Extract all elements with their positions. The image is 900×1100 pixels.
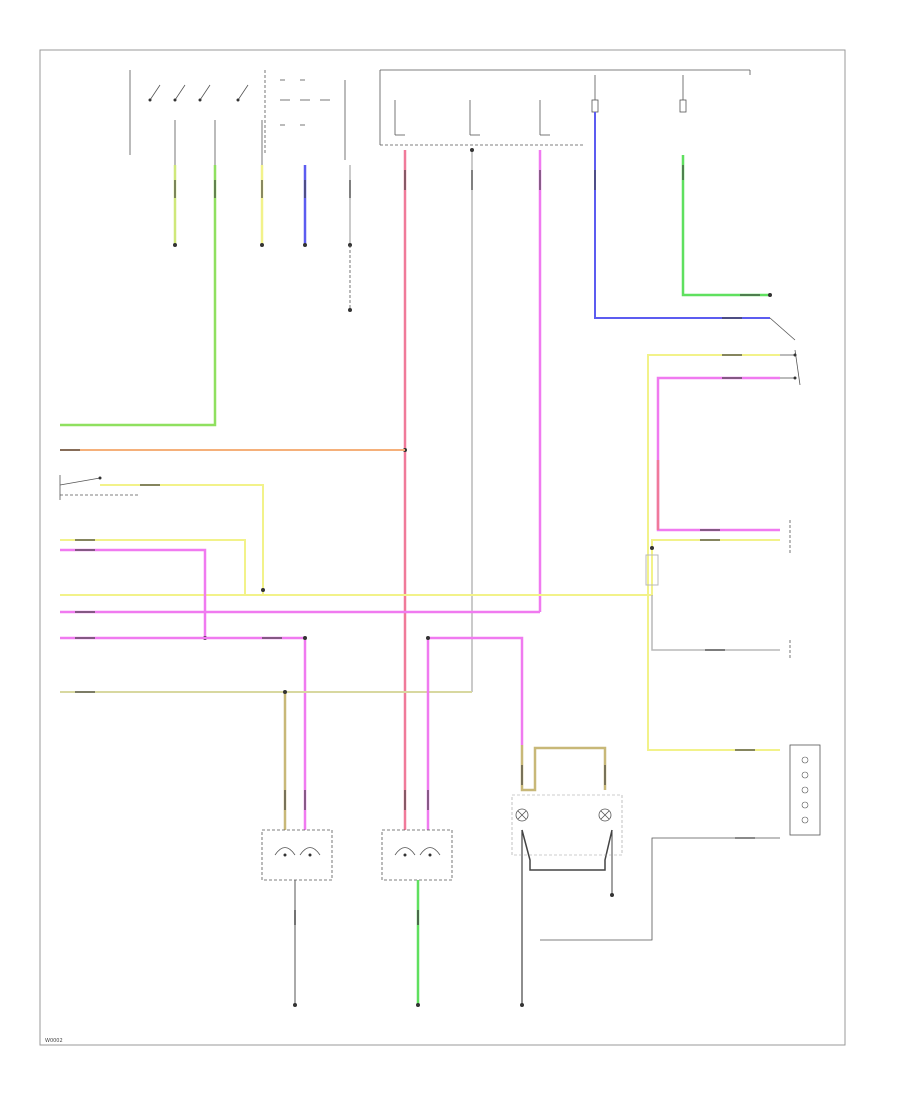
wire-yellow-right-1 xyxy=(647,354,780,751)
wire-yellow-right-2 xyxy=(60,539,780,596)
wire-khaki-lamps xyxy=(520,745,607,792)
lamp-assembly-middle xyxy=(381,829,453,881)
wire-green-right xyxy=(681,155,770,297)
wire-magenta-left-1 xyxy=(60,548,207,638)
switch-module-top-left xyxy=(129,70,346,165)
wire-magenta-center xyxy=(428,636,524,745)
left-switch-box xyxy=(59,475,140,500)
switch-right xyxy=(769,317,801,386)
wire-magenta-left-3 xyxy=(60,636,307,830)
wire-red-center xyxy=(403,150,407,830)
wire-grey-center xyxy=(470,148,474,692)
diagram-frame xyxy=(39,49,846,1046)
wire-magenta-right-2 xyxy=(656,376,780,532)
lamp-left xyxy=(515,808,529,822)
footer-code: W0002 xyxy=(45,1038,63,1044)
top-left-wire-stubs xyxy=(173,165,352,312)
wire-grey-right xyxy=(651,595,780,651)
wire-black-lamps xyxy=(521,829,613,871)
connector-right xyxy=(789,744,821,836)
lamp-assembly-left xyxy=(261,829,333,881)
relay-box-top xyxy=(379,69,750,146)
lamp-right xyxy=(598,808,612,822)
lamp-box xyxy=(511,794,623,856)
wire-green-left xyxy=(60,165,217,427)
wire-black-right xyxy=(540,837,780,941)
wire-yellow-left-2 xyxy=(60,539,246,595)
